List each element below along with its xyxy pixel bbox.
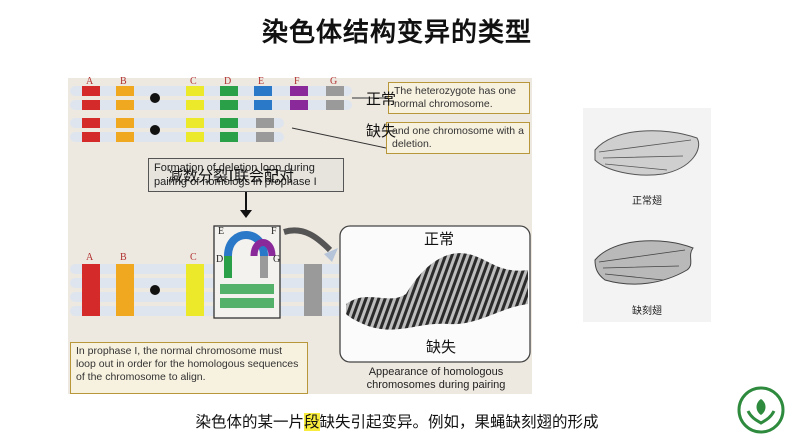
gene-letter: F [294,76,300,87]
label-deletion: 缺失 [366,122,397,140]
callout-heterozygote: The heterozygote has one normal chromoso… [388,82,530,114]
label-deletion-micrograph: 缺失 [426,338,457,356]
gene-letter: A [86,252,94,263]
callout-deletion: and one chromosome with a deletion. [386,122,530,154]
formation-box: Formation of deletion loop during pairin… [148,158,344,192]
label-normal-micrograph: 正常 [424,230,455,248]
label-meiosis-pairing: 减数分裂I联会配对 [168,167,294,185]
gene-letter: B [120,76,127,87]
loop-letter: G [273,254,281,265]
prophase-callout: In prophase I, the normal chromosome mus… [70,342,308,394]
loop-letter: F [271,226,277,237]
paired-chromosomes [70,264,352,316]
chromosome-deletion-top [70,118,284,128]
chromosome-svg [70,86,531,363]
notched-wing-icon [594,240,694,285]
normal-wing-icon [594,130,700,176]
caption-before: 染色体的某一片 [195,413,304,431]
gene-letter: A [86,76,94,87]
notched-wing-label: 缺刻翅 [632,306,662,317]
gene-letter: E [258,76,265,87]
deletion-diagram: A B C D E F G A B C E F D G The heterozy… [68,76,532,394]
chromosome-normal-second [70,100,352,110]
label-normal: 正常 [366,90,397,108]
gene-letter: G [330,76,338,87]
chromosome-deletion-second [70,132,284,142]
appearance-caption: Appearance of homologous chromosomes dur… [366,366,506,391]
wing-photo-panel: 正常翅 缺刻翅 [583,108,711,322]
caption: 染色体的某一片段缺失引起变异。例如，果蝇缺刻翅的形成 [0,410,794,432]
normal-wing-label: 正常翅 [632,196,662,207]
gene-letter: C [190,76,197,87]
caption-after: 缺失引起变异。例如，果蝇缺刻翅的形成 [319,413,599,431]
gene-letter: B [120,252,127,263]
chromosome-normal-top [70,86,352,96]
school-logo-icon [736,385,786,435]
loop-letter: E [218,226,225,237]
page-title: 染色体结构变异的类型 [261,18,532,48]
gene-letter: C [190,252,197,263]
caption-highlight: 段 [303,413,320,431]
loop-letter: D [216,254,224,265]
gene-letter: D [224,76,232,87]
wings-svg [594,130,700,285]
